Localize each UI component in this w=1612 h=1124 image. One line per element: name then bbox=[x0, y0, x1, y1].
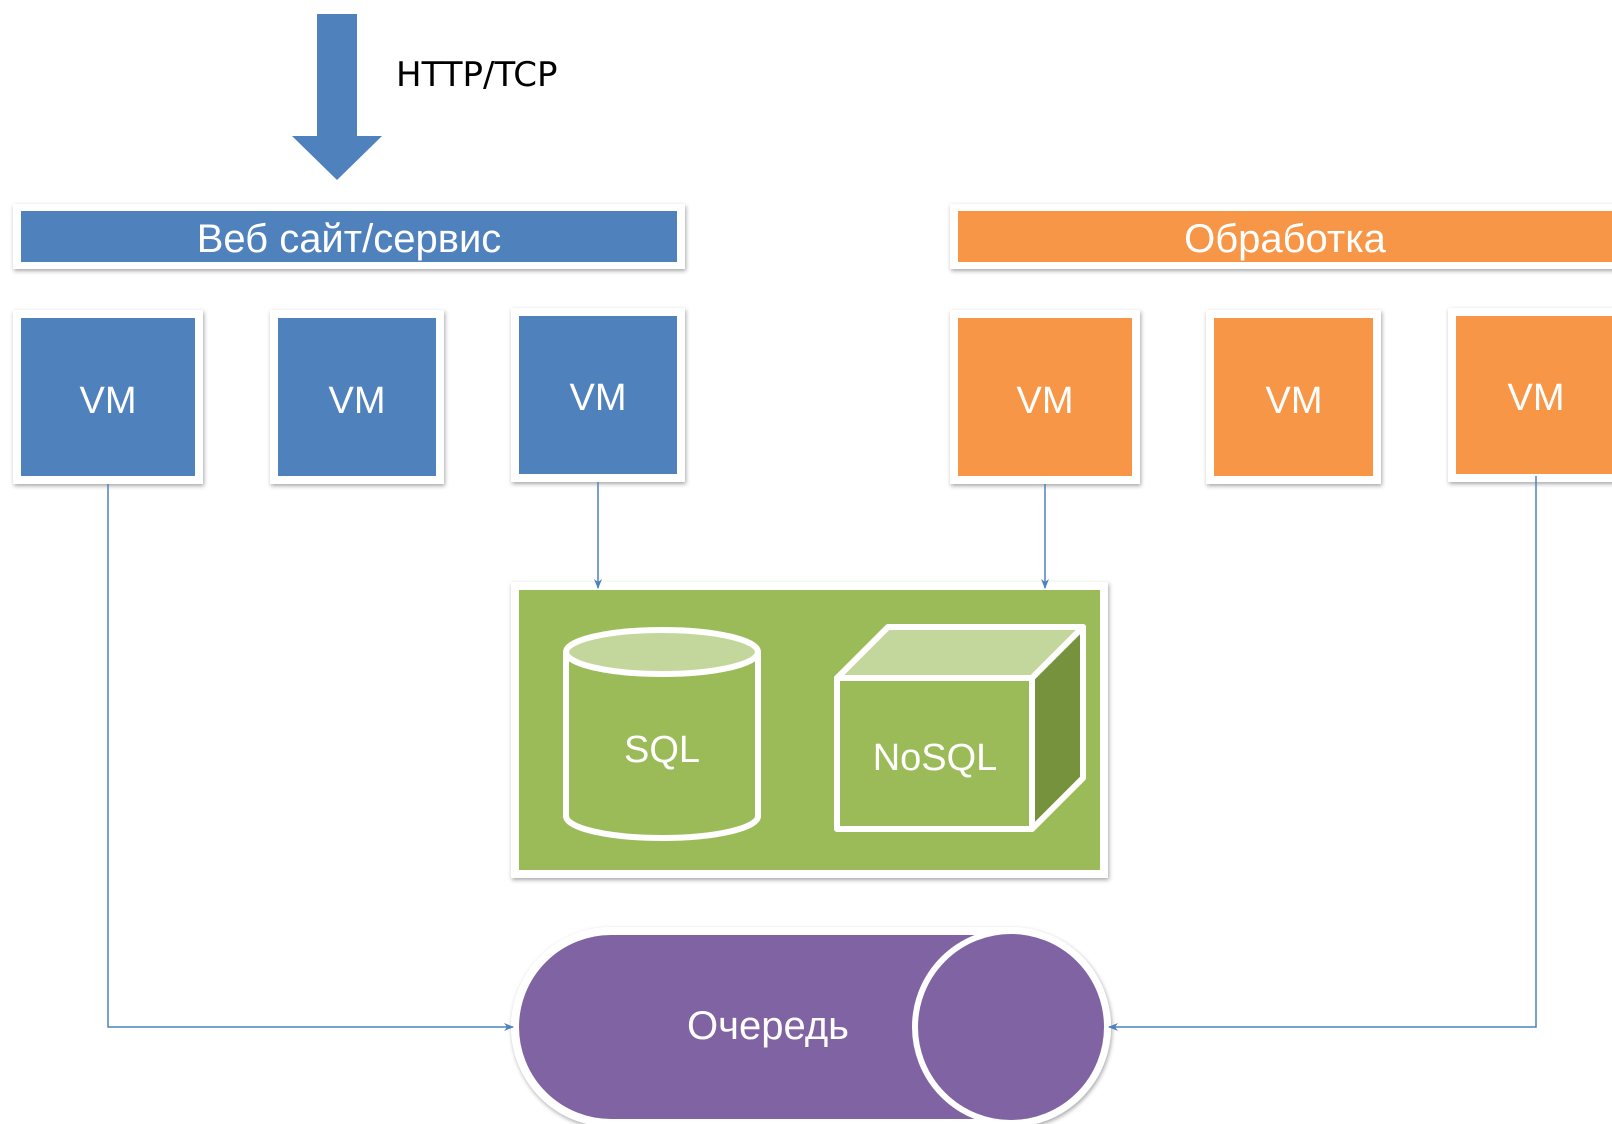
processing-vm-2 bbox=[1206, 310, 1381, 484]
web-service-title: Веб сайт/сервис bbox=[197, 217, 502, 261]
web-vm-1 bbox=[13, 310, 203, 484]
processing-vm-1-label: VM bbox=[1017, 380, 1074, 422]
web-vm-3 bbox=[511, 308, 685, 482]
sql-database-icon bbox=[563, 627, 761, 841]
queue-shape bbox=[511, 927, 1111, 1124]
queue-label: Очередь bbox=[687, 1004, 849, 1048]
processing-vm-3 bbox=[1448, 308, 1612, 482]
processing-vm-3-label: VM bbox=[1508, 377, 1565, 419]
processing-banner bbox=[950, 204, 1612, 269]
nosql-store-icon bbox=[834, 624, 1086, 832]
connector-web-vm1-to-queue bbox=[107, 484, 514, 1031]
web-vm-2-label: VM bbox=[329, 380, 386, 422]
processing-title: Обработка bbox=[1184, 217, 1386, 261]
processing-vm-1 bbox=[950, 310, 1140, 484]
protocol-label: HTTP/TCP bbox=[396, 55, 557, 95]
web-vm-1-label: VM bbox=[80, 380, 137, 422]
processing-vm-2-label: VM bbox=[1266, 380, 1323, 422]
nosql-label: NoSQL bbox=[873, 737, 998, 779]
incoming-request-arrow bbox=[279, 5, 395, 187]
web-service-banner bbox=[13, 204, 685, 269]
connectors bbox=[107, 476, 1537, 1031]
connector-proc-vm3-to-queue bbox=[1108, 476, 1537, 1031]
web-vm-3-label: VM bbox=[570, 377, 627, 419]
sql-label: SQL bbox=[624, 729, 700, 771]
web-vm-2 bbox=[270, 310, 444, 484]
